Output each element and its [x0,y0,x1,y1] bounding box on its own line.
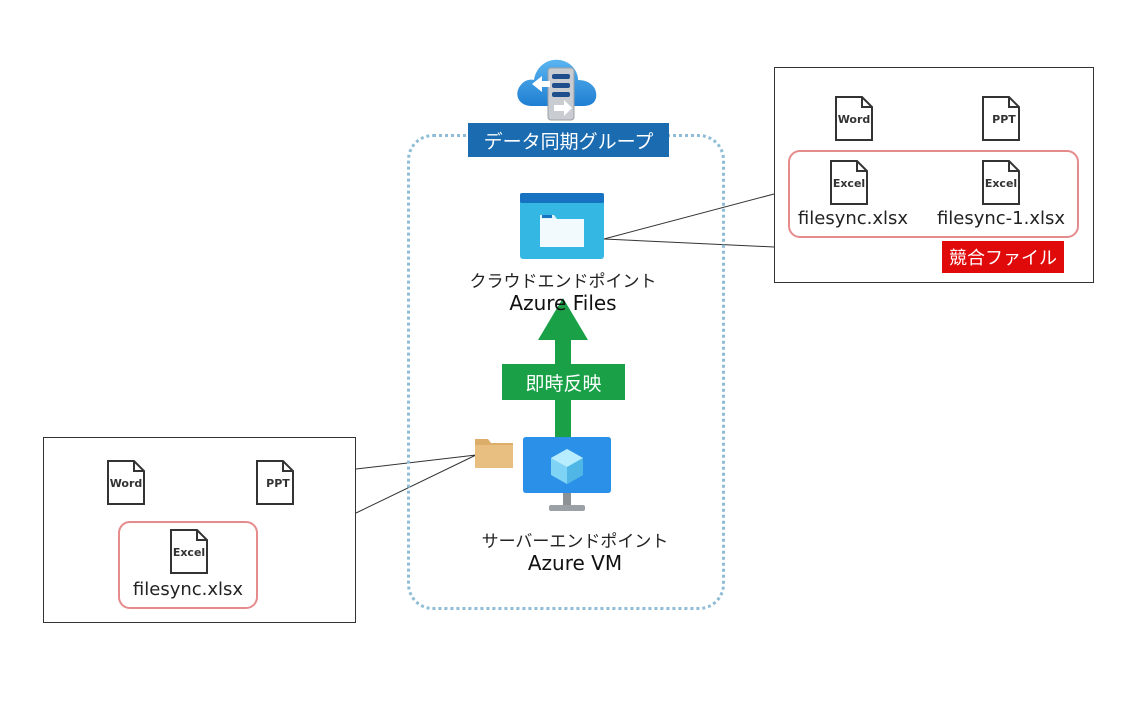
excel-doc-icon [170,529,208,574]
conflict-file-badge: 競合ファイル [942,241,1064,273]
ppt-doc-caption: PPT [266,477,290,490]
server-word-file: Word [102,460,150,512]
word-doc-icon [107,460,145,505]
ppt-doc-icon [982,96,1020,141]
cloud-word-file: Word [830,96,878,148]
callout-right-connector [603,193,775,248]
excel-doc-caption: Excel [832,177,866,190]
excel-doc-caption: Excel [172,546,206,559]
cloud-endpoint-name: Azure Files [509,291,617,315]
word-doc-icon [835,96,873,141]
storage-sync-cloud-icon [517,59,597,121]
word-doc-caption: Word [109,477,143,490]
cloud-excel-file-2: Excel [977,160,1025,212]
folder-icon [475,439,513,468]
cloud-excel-filename-2: filesync-1.xlsx [936,208,1066,229]
cloud-endpoint-label: クラウドエンドポイント [469,272,657,292]
sync-arrow-head [538,298,588,340]
azure-files-icon [520,193,604,259]
word-doc-caption: Word [837,113,871,126]
server-excel-file: Excel [165,529,213,581]
excel-doc-icon [830,160,868,205]
cloud-excel-file-1: Excel [825,160,873,212]
server-ppt-file: PPT [251,460,299,512]
server-excel-filename: filesync.xlsx [132,579,244,600]
server-endpoint-label: サーバーエンドポイント [481,532,669,552]
sync-label: 即時反映 [502,364,625,400]
server-files-callout: Word PPT Excel filesync.xlsx [43,437,356,623]
ppt-doc-icon [256,460,294,505]
server-excel-highlight: Excel filesync.xlsx [118,521,258,609]
server-endpoint-name: Azure VM [527,551,623,575]
cloud-excel-filename-1: filesync.xlsx [797,208,909,229]
sync-group-label: データ同期グループ [468,123,669,157]
excel-doc-icon [982,160,1020,205]
ppt-doc-caption: PPT [992,113,1016,126]
cloud-ppt-file: PPT [977,96,1025,148]
excel-doc-caption: Excel [984,177,1018,190]
cloud-conflict-highlight: Excel filesync.xlsx Excel filesync-1.xls… [788,150,1079,238]
azure-vm-icon [523,437,611,511]
